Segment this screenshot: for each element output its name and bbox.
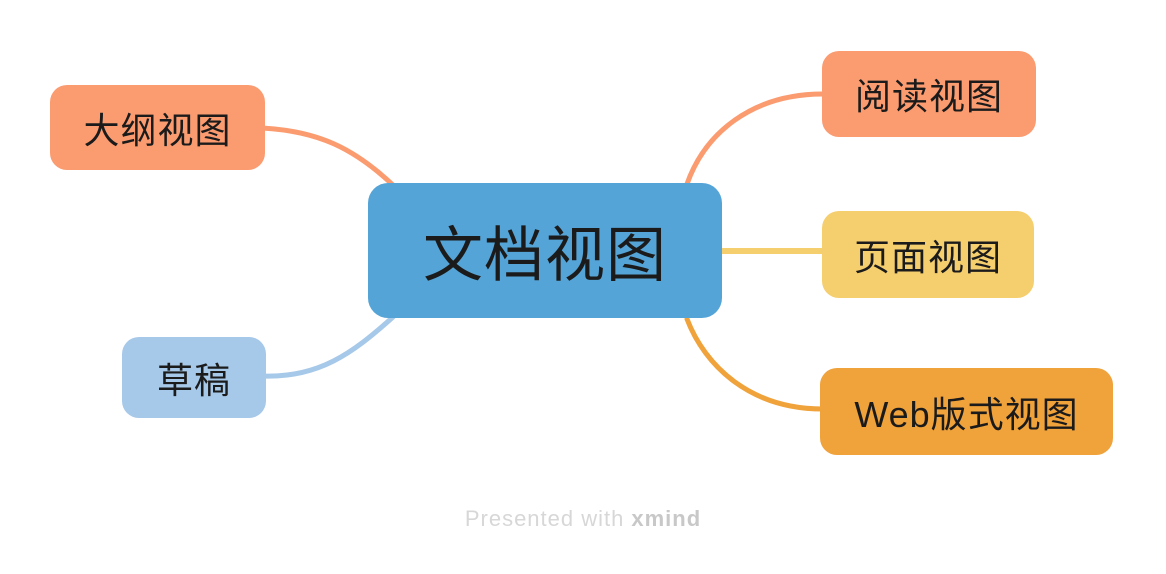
connector-reading-curve [684,91,826,187]
footer-prefix: Presented with [464,506,625,531]
topic-root-label: 文档视图 [423,222,667,289]
topic-draft-label: 草稿 [156,359,231,401]
topic-web-layout-view[interactable]: Web版式视图 [820,368,1113,455]
connector-draft-curve [260,314,396,379]
topic-page-view[interactable]: 页面视图 [822,211,1034,298]
topic-root-document-view[interactable]: 文档视图 [368,183,722,318]
topic-page-label: 页面视图 [853,236,1002,278]
topic-outline-view[interactable]: 大纲视图 [50,85,265,170]
connector-web-curve [684,316,826,412]
topic-outline-label: 大纲视图 [83,109,232,151]
topic-draft[interactable]: 草稿 [122,337,266,418]
topic-web-label: Web版式视图 [854,393,1079,435]
connector-outline-curve [259,125,397,189]
xmind-brand-wordmark: xmind [631,506,702,531]
topic-reading-label: 阅读视图 [854,76,1003,117]
topic-reading-view[interactable]: 阅读视图 [822,51,1036,137]
